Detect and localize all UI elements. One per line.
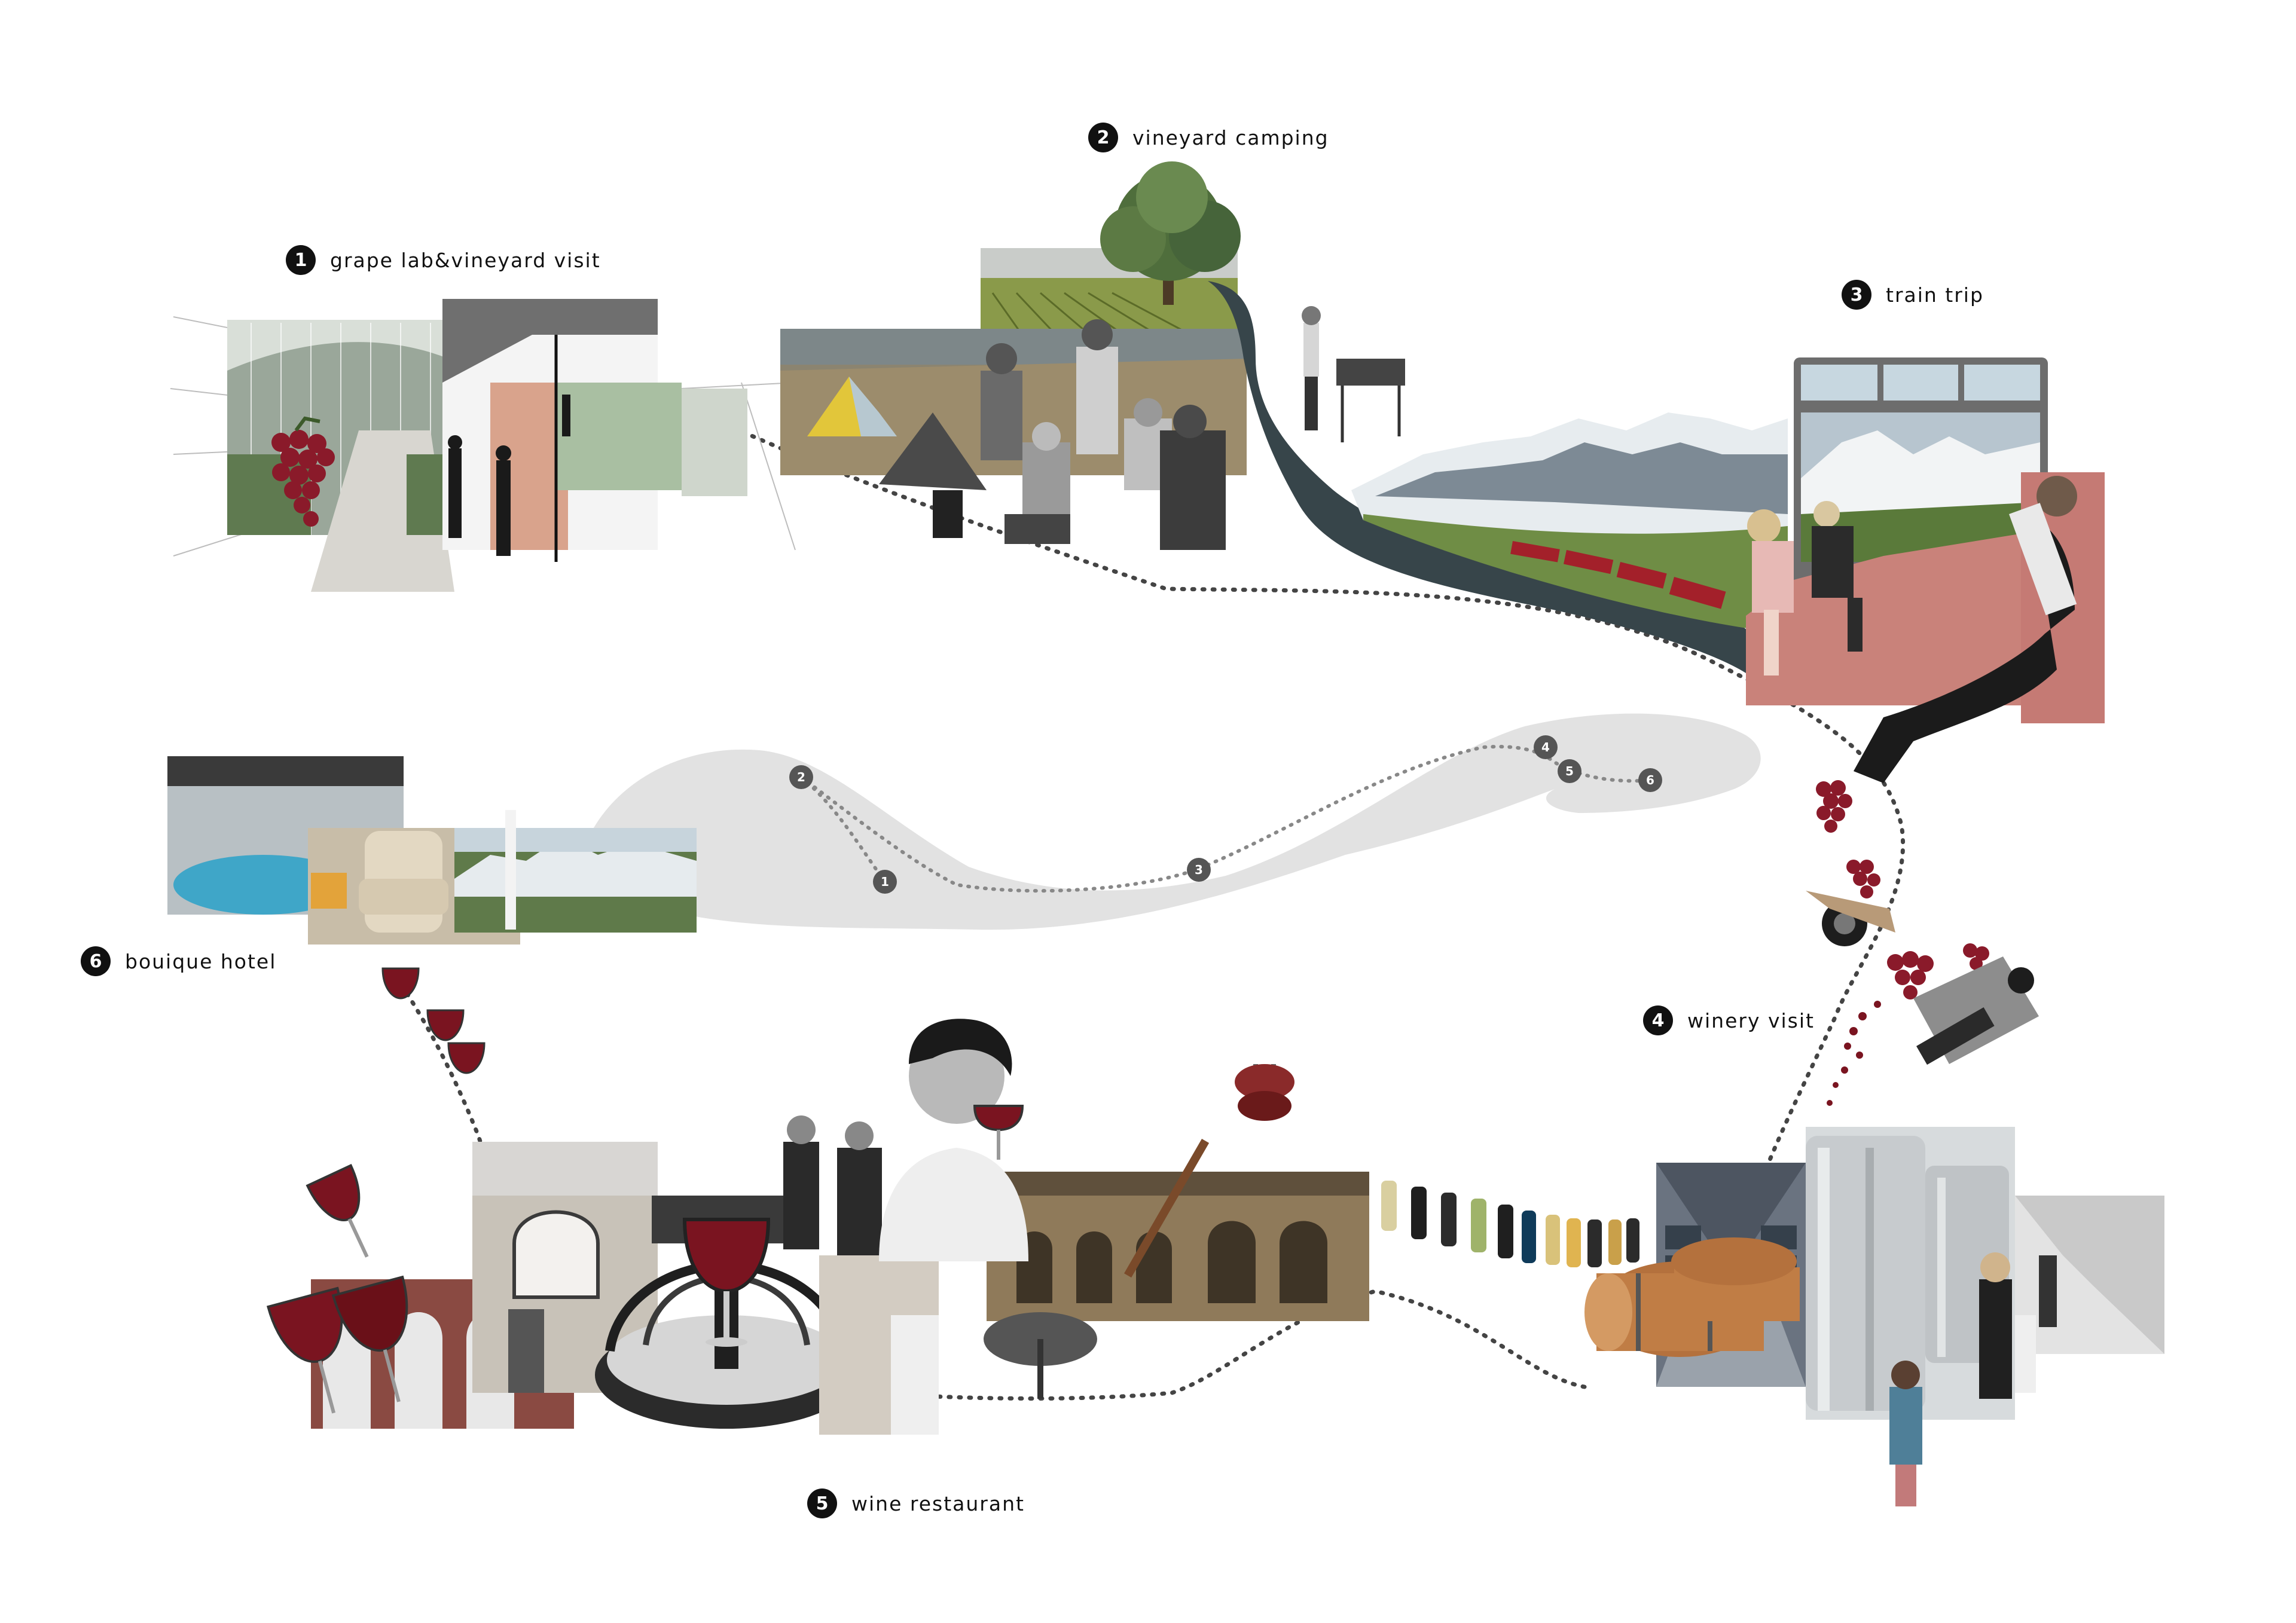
boutique-hotel-collage [167,756,697,945]
svg-text:5: 5 [1565,764,1574,778]
map-marker-5: 5 [1558,759,1581,783]
red-train [1510,541,1726,609]
oak-tree [1100,161,1241,305]
visitors [1889,1252,2057,1506]
map-marker-1: 1 [873,870,897,894]
glass-chain-hotel [381,967,486,1074]
winery-collage [1584,1127,2164,1506]
grape-bunch [271,430,335,527]
map-landmass [590,713,1761,930]
grape-cart [1806,891,1895,946]
big-wine-glass [682,1218,771,1347]
vineyard-camping-collage [780,161,1405,550]
campers-bw [879,319,1226,550]
stop-title-3: train trip [1886,283,1984,307]
stop-label-6: 6 bouique hotel [81,946,276,976]
dining-pod [984,1312,1097,1399]
armchair [311,831,448,933]
stop-label-5: 5 wine restaurant [807,1488,1025,1518]
stop-title-4: winery visit [1687,1008,1815,1032]
mountain-landscape [1351,412,1788,634]
stop-title-5: wine restaurant [851,1491,1025,1515]
map-route-line [799,745,1652,893]
map-marker-4: 4 [1534,735,1558,759]
wine-restaurant-collage [311,1019,1369,1435]
svg-text:4: 4 [1541,740,1550,754]
people-silhouettes [448,395,570,556]
stop-badge-1: 1 [286,245,316,275]
stop-label-1: 1 grape lab&vineyard visit [286,245,601,275]
map-marker-2: 2 [789,765,813,789]
restaurant-guests [783,1115,882,1255]
falling-grapes [1827,1001,1881,1106]
steak-on-fork [1123,1064,1294,1278]
wine-glasses [266,967,486,1414]
grape-cluster-3 [1887,943,1989,1000]
grape-lab-vineyard-collage [170,299,796,592]
stop-badge-4: 4 [1643,1005,1673,1035]
stop-title-6: bouique hotel [125,949,277,973]
train-compartment-collage [1746,357,2105,783]
map-marker-3: 3 [1187,858,1211,882]
stop-badge-2: 2 [1088,123,1118,152]
glass-pair-top [306,1163,369,1258]
glass-pair-left [266,1275,408,1414]
wine-barrels [1584,1237,1800,1357]
stop-label-4: 4 winery visit [1643,1005,1815,1035]
stop-label-2: 2 vineyard camping [1088,123,1329,152]
bbq-chef-bw [1302,306,1405,442]
stop-badge-5: 5 [807,1488,837,1518]
stop-badge-3: 3 [1842,280,1871,310]
stop-label-3: 3 train trip [1842,280,1984,310]
svg-text:1: 1 [881,875,889,889]
route-overview-map: 2 1 3 4 5 6 [590,713,1761,930]
wine-press [1913,956,2039,1065]
grape-cluster-2 [1846,860,1880,898]
svg-text:3: 3 [1195,863,1203,877]
stop-title-1: grape lab&vineyard visit [330,248,601,272]
svg-text:2: 2 [797,770,805,784]
stop-title-2: vineyard camping [1132,126,1329,149]
river-band [1208,281,1758,681]
grape-cluster-1 [1816,780,1852,833]
passengers [1747,476,2077,783]
map-marker-6: 6 [1638,768,1662,792]
stop-badge-6: 6 [81,946,111,976]
svg-text:6: 6 [1646,773,1654,787]
grapes-and-press [1806,780,2039,1106]
woman-with-wine-bw [879,1019,1028,1261]
steel-tanks [1806,1136,2009,1411]
